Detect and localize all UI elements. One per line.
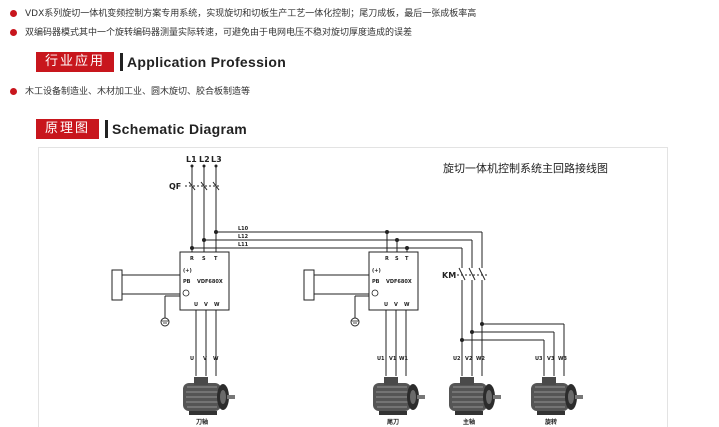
section-header-industry: 行业应用 Application Profession <box>36 52 286 72</box>
intro-bullet-1: VDX系列旋切一体机变频控制方案专用系统，实现旋切和切板生产工艺一体化控制；尾刀… <box>10 6 476 19</box>
inverter-2-terminal-r: R <box>385 256 389 262</box>
bus-label-l10: L10 <box>238 226 249 232</box>
motor-1-term-v: V <box>203 356 207 362</box>
inverter-2-terminal-pb: PB <box>372 279 380 285</box>
earth-terminal-icon <box>182 289 190 297</box>
inverter-1-terminal-plus: (+) <box>183 268 192 274</box>
motor-icon <box>448 376 502 416</box>
inverter-1: R S T (+) PB VDF680X U V W <box>179 251 230 311</box>
motor-2-term-u1: U1 <box>377 356 385 362</box>
motor-icon <box>372 376 426 416</box>
inverter-1-terminal-u: U <box>194 302 198 308</box>
bullet-dot-icon <box>10 88 17 95</box>
inverter-2-terminal-s: S <box>395 256 399 262</box>
section-divider <box>105 120 109 138</box>
motor-4-term-u3: U3 <box>535 356 543 362</box>
brake-resistor-1 <box>111 269 123 301</box>
motor-4-term-v3: V3 <box>547 356 555 362</box>
motor-label-1: 刀轴 <box>196 418 208 426</box>
motor-3-term-v2: V2 <box>465 356 473 362</box>
motor-label-2: 尾刀 <box>386 418 399 426</box>
motor-4-term-w3: W3 <box>558 356 568 362</box>
industry-text: 木工设备制造业、木材加工业、圆木旋切、胶合板制造等 <box>25 87 251 97</box>
motor-label-3: 主轴 <box>463 418 475 426</box>
motor-3-term-w2: W2 <box>476 356 486 362</box>
bus-label-l12: L12 <box>238 234 249 240</box>
section-header-schematic: 原理图 Schematic Diagram <box>36 119 247 139</box>
section-tag: 原理图 <box>36 119 100 139</box>
bus-label-l11: L11 <box>238 242 249 248</box>
inverter-2: R S T (+) PB VDF680X U V W <box>368 251 419 311</box>
inverter-2-terminal-t: T <box>405 256 409 262</box>
wiring-diagram-svg: 旋切一体机控制系统主回路接线图 <box>111 155 608 426</box>
ground-icon <box>350 311 360 327</box>
supply-label-l1: L1 <box>186 155 197 164</box>
inverter-2-terminal-v: V <box>394 302 398 308</box>
industry-bullet: 木工设备制造业、木材加工业、圆木旋切、胶合板制造等 <box>10 84 250 97</box>
junction-dots <box>190 164 484 342</box>
section-divider <box>120 53 124 71</box>
motor-1-term-u: U <box>190 356 194 362</box>
inverter-2-model: VDF680X <box>386 279 412 285</box>
inverter-2-terminal-w: W <box>404 302 410 308</box>
bullet-dot-icon <box>10 10 17 17</box>
inverter-1-terminal-w: W <box>214 302 220 308</box>
inverter-1-terminal-t: T <box>214 256 218 262</box>
intro-text-1: VDX系列旋切一体机变频控制方案专用系统，实现旋切和切板生产工艺一体化控制；尾刀… <box>25 9 477 19</box>
inverter-1-terminal-v: V <box>204 302 208 308</box>
motor-3-term-u2: U2 <box>453 356 461 362</box>
section-title: Schematic Diagram <box>112 121 248 137</box>
section-tag: 行业应用 <box>36 52 115 72</box>
supply-label-l2: L2 <box>199 155 210 164</box>
motor-icon <box>530 376 584 416</box>
intro-bullet-2: 双编码器模式其中一个旋转编码器测量实际转速，可避免由于电网电压不稳对旋切厚度造成… <box>10 25 412 38</box>
section-title: Application Profession <box>127 54 287 70</box>
inverter-2-terminal-plus: (+) <box>372 268 381 274</box>
earth-terminal-icon <box>371 289 379 297</box>
intro-text-2: 双编码器模式其中一个旋转编码器测量实际转速，可避免由于电网电压不稳对旋切厚度造成… <box>25 28 413 38</box>
motor-1-term-w: W <box>213 356 219 362</box>
motor-icon <box>182 376 236 416</box>
motor-label-4: 旋转 <box>544 418 557 426</box>
inverter-1-terminal-pb: PB <box>183 279 191 285</box>
schematic-diagram: 旋切一体机控制系统主回路接线图 <box>38 147 668 427</box>
supply-label-l3: L3 <box>211 155 222 164</box>
motor-2-term-v1: V1 <box>389 356 397 362</box>
inverter-1-terminal-r: R <box>190 256 194 262</box>
diagram-title: 旋切一体机控制系统主回路接线图 <box>443 161 608 175</box>
brake-resistor-2 <box>303 269 315 301</box>
inverter-2-terminal-u: U <box>384 302 388 308</box>
contactor-label: KM <box>442 271 456 280</box>
inverter-1-terminal-s: S <box>202 256 206 262</box>
wires <box>116 166 565 376</box>
breaker-label: QF <box>169 182 181 191</box>
ground-icon <box>160 311 170 327</box>
motor-2-term-w1: W1 <box>399 356 409 362</box>
bullet-dot-icon <box>10 29 17 36</box>
inverter-1-model: VDF680X <box>197 279 223 285</box>
